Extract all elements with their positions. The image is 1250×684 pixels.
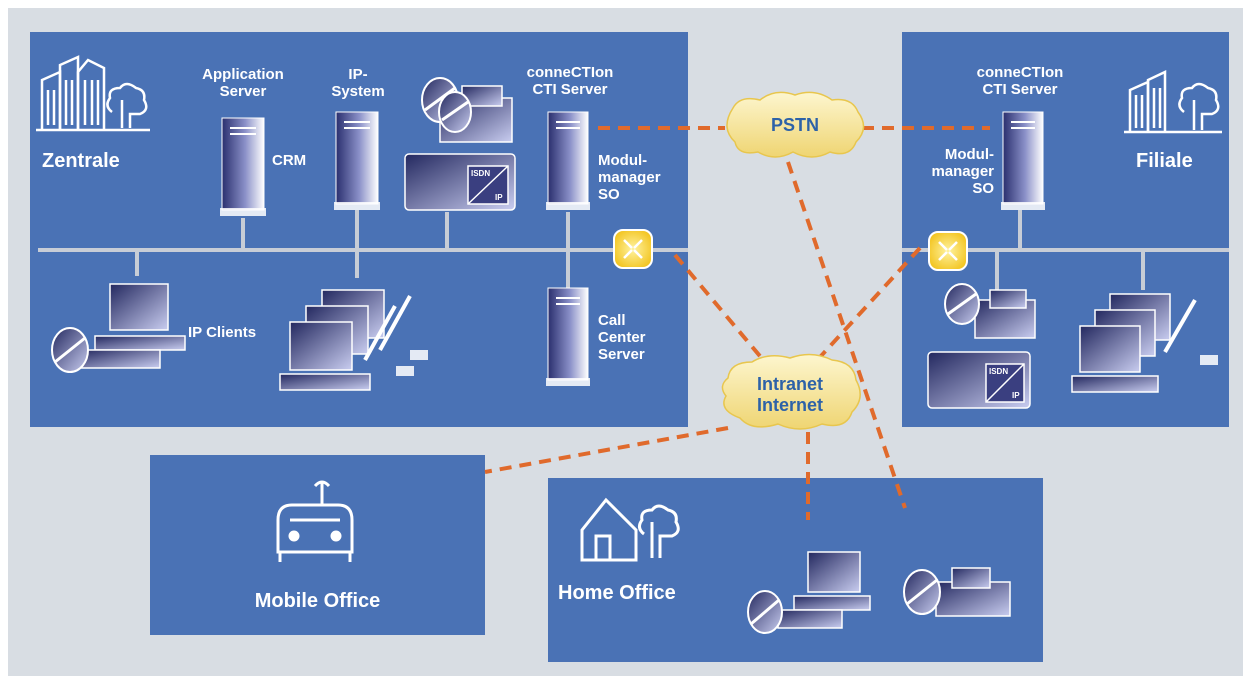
filiale-ip-text: IP: [1012, 391, 1020, 400]
zentrale-lan: [38, 210, 688, 290]
ip-clients-label: IP Clients: [188, 324, 257, 341]
zentrale-modulmanager-label: Modul- manager SO: [598, 152, 661, 203]
crm-label: CRM: [272, 152, 307, 169]
phone-icon: [944, 283, 1036, 339]
pstn-cloud-icon: [726, 91, 865, 158]
server-icon: [220, 117, 266, 216]
pc-workstation-icon: [1071, 293, 1218, 393]
router-icon: [928, 231, 968, 271]
isdn-gateway-icon: [404, 153, 516, 211]
wan-links: [484, 126, 990, 520]
ip-system-label: IP- System: [331, 66, 385, 100]
server-icon: [334, 111, 380, 210]
car-icon: [276, 480, 354, 562]
server-icon: [546, 287, 590, 386]
intranet-cloud-icon: [721, 353, 861, 430]
pc-workstation-icon: [279, 289, 428, 391]
filiale-title: Filiale: [1136, 150, 1193, 172]
zentrale-title: Zentrale: [42, 150, 120, 172]
app-server-label: Application Server: [202, 66, 284, 100]
house-icon: [580, 497, 680, 562]
phone-icon: [421, 77, 513, 143]
home-office-title: Home Office: [558, 582, 676, 604]
intranet-internet-label: Intranet Internet: [756, 374, 823, 415]
call-center-label: Call Center Server: [598, 312, 646, 363]
filiale-isdn-text: ISDN: [989, 367, 1009, 376]
mobile-office-title: Mobile Office: [254, 590, 381, 612]
isdn-gateway-icon: [927, 351, 1031, 409]
filiale-cti-server-label: conneCTIon CTI Server: [976, 64, 1064, 98]
server-icon: [1001, 111, 1045, 210]
filiale-building-icon: [1124, 70, 1222, 134]
phone-icon: [903, 567, 1011, 617]
pstn-label: PSTN: [770, 115, 819, 135]
isdn-text: ISDN: [471, 169, 491, 178]
filiale-modulmanager-label: Modul- manager SO: [931, 146, 994, 197]
zentrale-building-icon: [36, 55, 150, 132]
ip-text: IP: [495, 193, 503, 202]
server-icon: [546, 111, 590, 210]
zentrale-cti-server-label: conneCTIon CTI Server: [526, 64, 614, 98]
router-icon: [613, 229, 653, 269]
pc-workstation-icon: [747, 551, 871, 634]
pc-workstation-icon: [51, 283, 186, 373]
